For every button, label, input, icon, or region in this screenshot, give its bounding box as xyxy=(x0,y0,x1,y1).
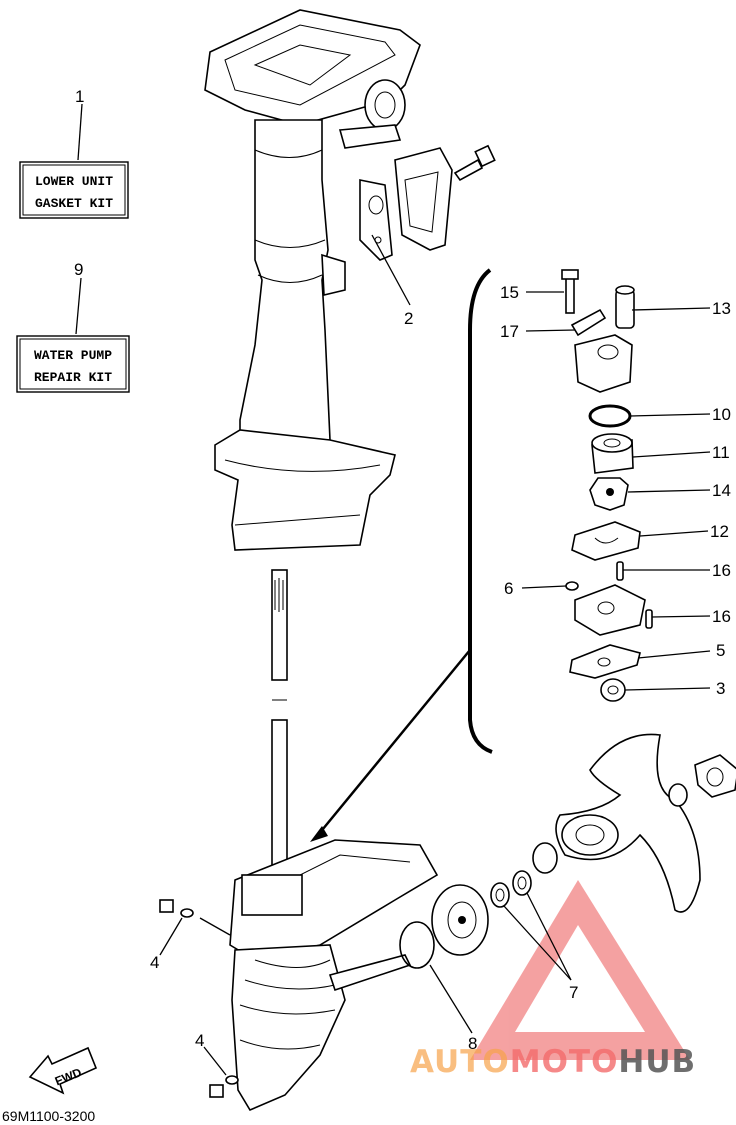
callout-13: 13 xyxy=(712,299,731,318)
thrust-washer-drawing xyxy=(532,842,558,874)
cover-drawing xyxy=(394,147,453,251)
propeller-nut-drawing xyxy=(694,754,736,798)
kit-box-ref: 9 xyxy=(74,260,83,279)
bolt-drawing-top xyxy=(453,144,496,182)
drive-shaft-drawing xyxy=(271,569,288,881)
bracket-line xyxy=(310,268,493,842)
plate-drawing xyxy=(570,308,607,337)
watermark-part-3: HUB xyxy=(618,1044,696,1080)
kit-box-line-2: GASKET KIT xyxy=(35,196,113,211)
pump-housing-drawing xyxy=(574,334,633,393)
callout-15: 15 xyxy=(500,283,519,302)
kit-box-line-1: LOWER UNIT xyxy=(35,174,113,189)
screw-drawing-lower xyxy=(209,1075,239,1098)
kit-box-water-pump-repair: 9 WATER PUMP REPAIR KIT xyxy=(16,260,130,393)
callout-12: 12 xyxy=(710,522,729,541)
watermark-logo-triangle xyxy=(470,880,690,1060)
watermark-part-2: MOTO xyxy=(510,1044,619,1080)
callout-16: 16 xyxy=(712,607,731,626)
kit-box-lower-unit-gasket: 1 LOWER UNIT GASKET KIT xyxy=(19,87,129,219)
watermark-part-1: AUTO xyxy=(410,1044,510,1080)
upper-casing-drawing xyxy=(204,9,421,551)
callout-16: 16 xyxy=(712,561,731,580)
pump-gasket-drawing xyxy=(569,644,641,679)
callout-2: 2 xyxy=(404,309,413,328)
propeller-drawing xyxy=(555,733,701,913)
impeller-drawing xyxy=(589,477,629,511)
gasket-drawing xyxy=(359,179,393,261)
outer-plate-cartridge-drawing xyxy=(571,521,641,561)
callout-3: 3 xyxy=(716,679,725,698)
oil-seal-drawing xyxy=(490,870,532,908)
pump-o-ring-drawing xyxy=(588,404,632,428)
callout-17: 17 xyxy=(500,322,519,341)
callout-7: 7 xyxy=(569,983,578,1002)
kit-box-line-1: WATER PUMP xyxy=(34,348,112,363)
screw-drawing-upper xyxy=(159,899,194,918)
svg-text:AUTOMOTOHUB: AUTOMOTOHUB xyxy=(410,1044,696,1080)
propeller-shaft-housing-drawing xyxy=(431,884,489,956)
lower-casing-drawing xyxy=(229,839,439,1112)
pump-liner-drawing xyxy=(591,433,634,474)
kit-box-ref: 1 xyxy=(75,87,84,106)
callout-6: 6 xyxy=(504,579,513,598)
pin-drawing xyxy=(565,581,579,591)
callout-5: 5 xyxy=(716,641,725,660)
pump-bearing-drawing xyxy=(600,678,626,702)
callout-4: 4 xyxy=(150,953,159,972)
callout-14: 14 xyxy=(712,481,731,500)
watermark-text: AUTOMOTOHUB xyxy=(410,1044,696,1080)
leader-lines xyxy=(75,103,711,1076)
kit-box-line-2: REPAIR KIT xyxy=(34,370,112,385)
pump-base-drawing xyxy=(574,584,646,636)
pump-bolt-drawing xyxy=(561,269,579,314)
fwd-arrow: FWD xyxy=(28,1046,98,1095)
callout-4: 4 xyxy=(195,1031,204,1050)
callout-11: 11 xyxy=(712,443,730,462)
diagram-code: 69M1100-3200 xyxy=(2,1108,95,1124)
water-tube-drawing xyxy=(615,285,635,329)
dowel-pin-drawings xyxy=(616,561,653,629)
callout-10: 10 xyxy=(712,405,731,424)
callout-8: 8 xyxy=(468,1034,477,1053)
o-ring-drawing xyxy=(399,921,435,969)
callout-numbers: 2 15 13 17 10 11 14 12 16 6 16 5 3 4 4 8… xyxy=(150,283,731,1053)
